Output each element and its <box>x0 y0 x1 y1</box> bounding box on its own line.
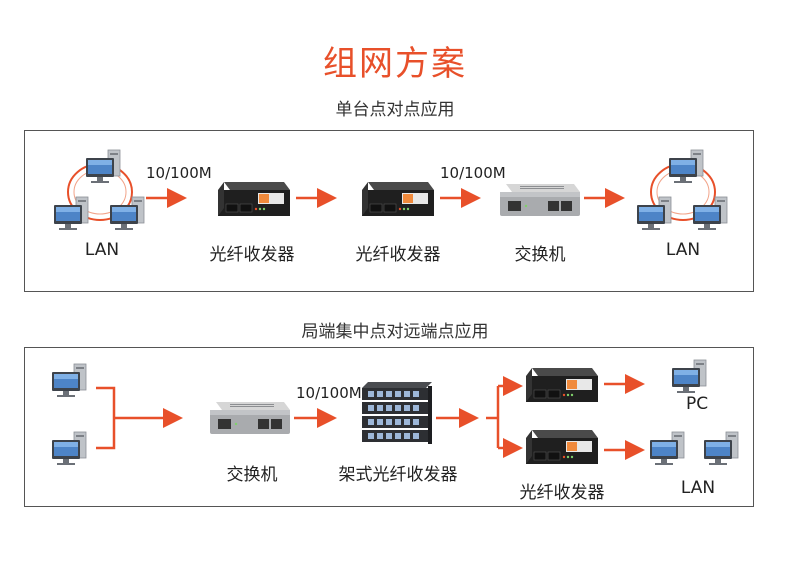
lan-right-group <box>636 149 728 231</box>
lan-left-label: LAN <box>84 240 120 260</box>
computer-icon <box>668 149 704 184</box>
rack-converter-icon <box>362 382 432 444</box>
computer-icon <box>703 431 739 466</box>
section2-subtitle: 局端集中点对远端点应用 <box>301 322 489 342</box>
computer-icon <box>692 196 728 231</box>
media-converter-icon <box>217 181 291 217</box>
computer-icon <box>109 196 145 231</box>
speed-label: 10/100M <box>296 384 362 402</box>
media-converter-icon <box>361 181 435 217</box>
lan-label: LAN <box>680 478 716 498</box>
switch-label: 交换机 <box>226 465 278 485</box>
computer-icon <box>649 431 685 466</box>
branch-line <box>96 386 116 450</box>
converter-b-label: 光纤收发器 <box>355 245 441 265</box>
rack-converter-label: 架式光纤收发器 <box>338 465 458 485</box>
computer-icon <box>671 359 707 394</box>
computer-icon <box>51 363 87 398</box>
switch-label: 交换机 <box>514 245 566 265</box>
section1-subtitle: 单台点对点应用 <box>335 100 455 120</box>
computer-icon <box>51 431 87 466</box>
computer-icon <box>85 149 121 184</box>
speed-label: 10/100M <box>440 164 506 182</box>
pc-label: PC <box>685 394 709 414</box>
converter-a-label: 光纤收发器 <box>209 245 295 265</box>
speed-label: 10/100M <box>146 164 212 182</box>
page-title: 组网方案 <box>323 44 467 84</box>
converter-label: 光纤收发器 <box>519 483 605 503</box>
lan-left-group <box>53 149 145 231</box>
switch-icon <box>500 184 580 216</box>
media-converter-icon <box>525 367 599 403</box>
switch-icon <box>210 402 290 434</box>
lan-right-label: LAN <box>665 240 701 260</box>
media-converter-icon <box>525 429 599 465</box>
